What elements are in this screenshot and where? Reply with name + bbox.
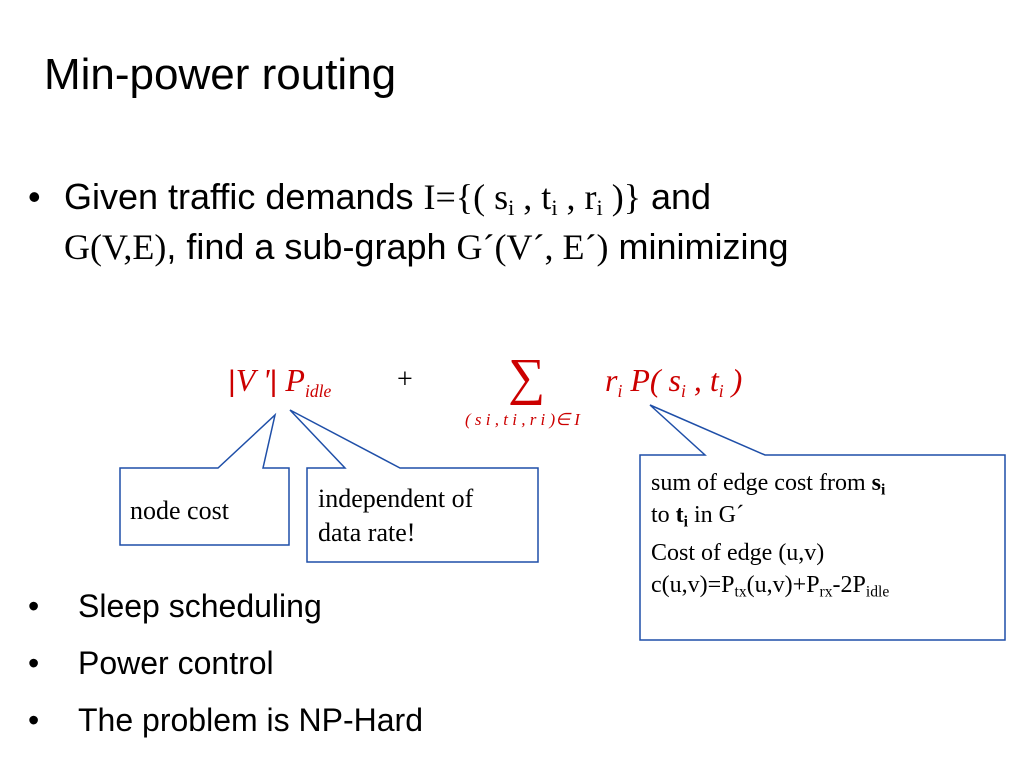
- edge-text: to: [651, 502, 676, 528]
- subgraph-expression: G´(V´, E´): [456, 227, 609, 267]
- edge-subscript: i: [880, 481, 886, 499]
- formula-node-term: |V '| Pidle: [228, 362, 332, 402]
- edge-subscript: i: [683, 513, 689, 531]
- edge-formula-subscript: rx: [819, 583, 833, 601]
- formula-close: ): [723, 362, 743, 398]
- demands-expression: I={( si , ti , ri )}: [423, 177, 641, 221]
- edge-text: sum of edge cost from: [651, 470, 872, 496]
- edge-cost-label: sum of edge cost from si to ti in G´ Cos…: [651, 467, 1001, 601]
- edge-formula-subscript: tx: [734, 583, 747, 601]
- sum-subscript: ( s i , t i , r i )∈ I: [465, 410, 580, 429]
- sum-symbol: ∑: [508, 349, 546, 406]
- edge-formula-part: -2P: [832, 572, 866, 598]
- edge-cost-title: Cost of edge (u,v): [651, 540, 825, 566]
- independent-callout: [289, 409, 539, 563]
- edge-text: in G´: [688, 502, 745, 528]
- edge-t: t: [675, 502, 684, 528]
- edge-formula-part: (u,v)+P: [746, 572, 820, 598]
- formula-p: P: [277, 362, 305, 398]
- edge-cost-callout: [639, 404, 1006, 641]
- edge-s: s: [871, 470, 881, 496]
- formula-edge-term: ri P( si , ti ): [605, 362, 743, 402]
- formula-v-prime: V ': [235, 362, 270, 398]
- formula-r: r: [605, 362, 618, 398]
- text-part: Given traffic demands: [64, 176, 424, 217]
- independent-line: data rate!: [318, 518, 416, 547]
- formula-plus: +: [397, 364, 413, 395]
- independent-line: independent of: [318, 484, 474, 513]
- edge-sum-line1: sum of edge cost from si: [651, 467, 1001, 499]
- expr-part: )}: [602, 177, 641, 217]
- bullet-dot: •: [28, 702, 40, 738]
- formula-subscript: i: [617, 381, 623, 402]
- formula-abs-open: |: [228, 365, 236, 398]
- expr-part: , t: [514, 177, 552, 217]
- slide-title: Min-power routing: [44, 50, 397, 99]
- expr-subscript: i: [508, 195, 515, 221]
- edge-cost-formula: c(u,v)=Ptx(u,v)+Prx-2Pidle: [651, 569, 1001, 601]
- formula-abs-close: |: [269, 365, 278, 398]
- text-part: , find a sub-graph: [166, 226, 457, 267]
- text-part: minimizing: [608, 226, 789, 267]
- independent-label: independent of data rate!: [318, 482, 538, 550]
- node-cost-label: node cost: [130, 496, 229, 525]
- edge-formula-subscript: idle: [865, 583, 890, 601]
- formula-subscript: i: [681, 381, 686, 402]
- edge-formula-part: c(u,v)=P: [651, 572, 735, 598]
- bullet-dot: •: [28, 176, 41, 217]
- expr-subscript: i: [551, 195, 558, 221]
- text-part: and: [641, 176, 712, 217]
- bullet-dot: •: [28, 588, 40, 624]
- node-cost-callout: [119, 412, 290, 546]
- formula-subscript: i: [718, 381, 724, 402]
- graph-expression: G(V,E): [64, 227, 167, 267]
- bullet-text: The problem is NP-Hard: [78, 702, 423, 738]
- bullet-text: Sleep scheduling: [78, 588, 322, 624]
- formula-t: , t: [685, 362, 719, 398]
- formula-p-open: P( s: [622, 362, 681, 398]
- bullet-dot: •: [28, 645, 40, 681]
- main-bullet-text: Given traffic demands I={( si , ti , ri …: [64, 172, 1008, 272]
- expr-subscript: i: [596, 195, 603, 221]
- edge-sum-line2: to ti in G´: [651, 499, 1001, 531]
- formula-idle-subscript: idle: [304, 381, 332, 402]
- expr-part: I={( s: [423, 177, 509, 217]
- bullet-text: Power control: [78, 645, 274, 681]
- expr-part: , r: [557, 177, 597, 217]
- main-bullet: • Given traffic demands I={( si , ti , r…: [28, 172, 1008, 272]
